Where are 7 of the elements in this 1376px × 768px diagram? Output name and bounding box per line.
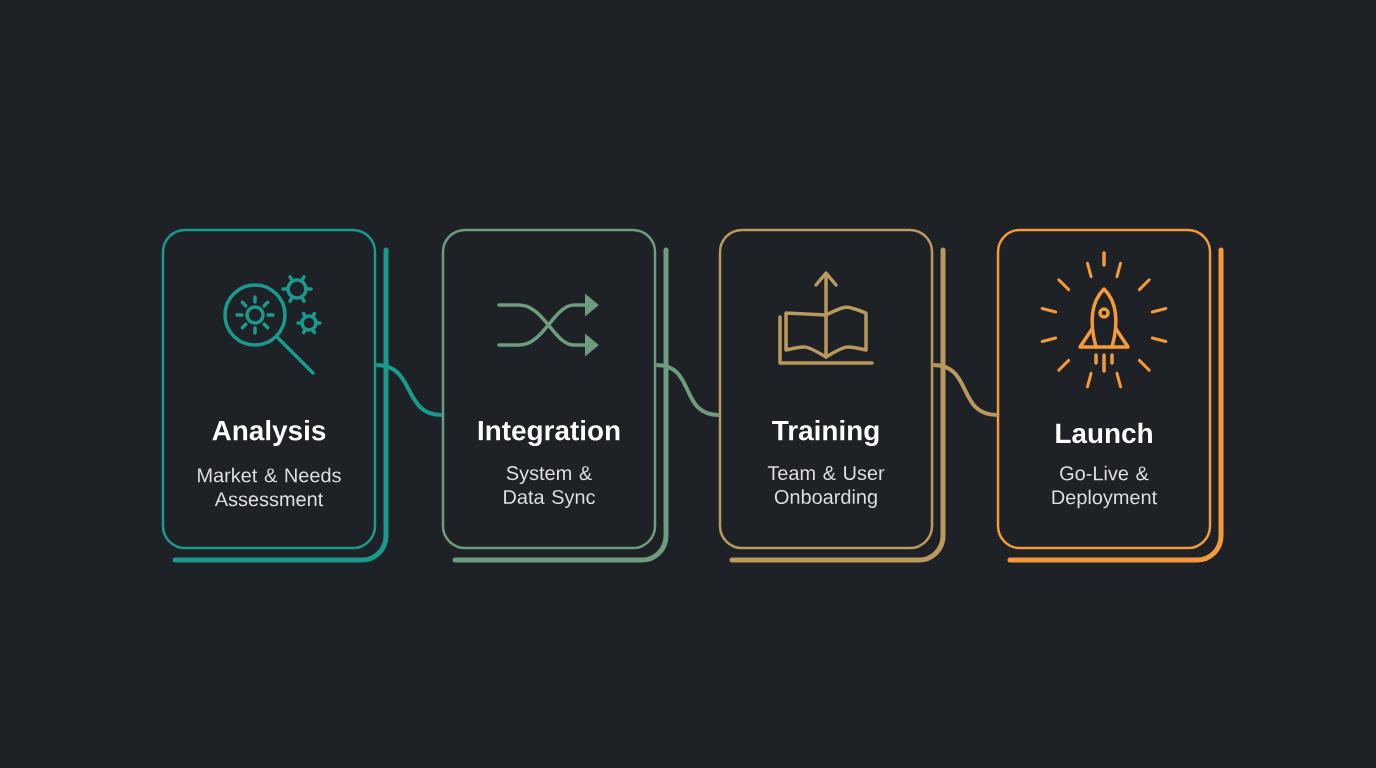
connector-curve (933, 363, 997, 417)
step-card: Training Team & User Onboarding (718, 228, 946, 563)
connector-curve (656, 363, 719, 417)
step-card: Integration System & Data Sync (441, 228, 669, 563)
step-card: Launch Go-Live & Deployment (996, 228, 1224, 563)
step-card: Analysis Market & Needs Assessment (161, 228, 389, 563)
connector-curve (376, 363, 442, 417)
